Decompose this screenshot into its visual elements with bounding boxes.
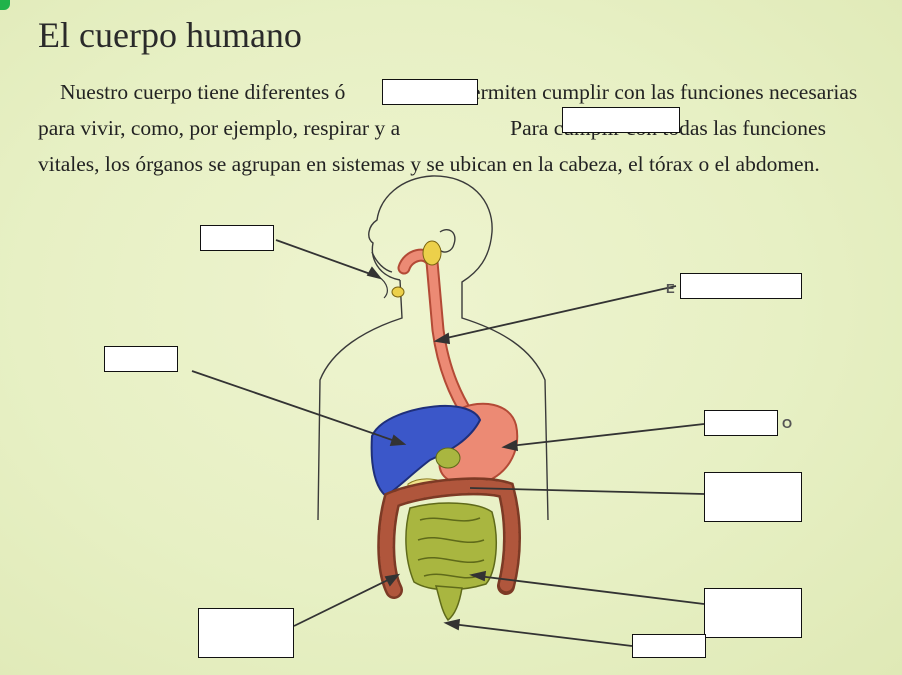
arrow-to-esophagus: [442, 286, 676, 339]
label-fragment-esophagus: E: [666, 281, 675, 296]
answer-box-large-intestine[interactable]: [198, 608, 294, 658]
salivary-gland-lower: [392, 287, 404, 297]
arrowhead-rectum: [446, 620, 459, 629]
arrow-to-stomach: [510, 424, 704, 446]
body-outline: [318, 176, 548, 520]
blank-paragraph-1[interactable]: [382, 79, 478, 105]
answer-box-mouth[interactable]: [200, 225, 274, 251]
answer-box-pancreas[interactable]: [704, 472, 802, 522]
label-fragment-stomach: O: [782, 416, 792, 431]
blank-paragraph-2[interactable]: [562, 107, 680, 133]
answer-box-liver[interactable]: [104, 346, 178, 372]
salivary-gland: [423, 241, 441, 265]
answer-box-stomach[interactable]: [704, 410, 778, 436]
arrow-to-rectum: [452, 624, 632, 646]
answer-box-esophagus[interactable]: [680, 273, 802, 299]
arrowhead-mouth: [368, 268, 380, 278]
rectum: [436, 586, 462, 620]
arrow-to-large-intestine: [294, 578, 392, 626]
arrow-to-liver: [192, 371, 398, 442]
answer-box-rectum[interactable]: [632, 634, 706, 658]
gallbladder: [436, 448, 460, 468]
arrow-to-mouth: [276, 240, 376, 276]
answer-box-small-intestine[interactable]: [704, 588, 802, 638]
